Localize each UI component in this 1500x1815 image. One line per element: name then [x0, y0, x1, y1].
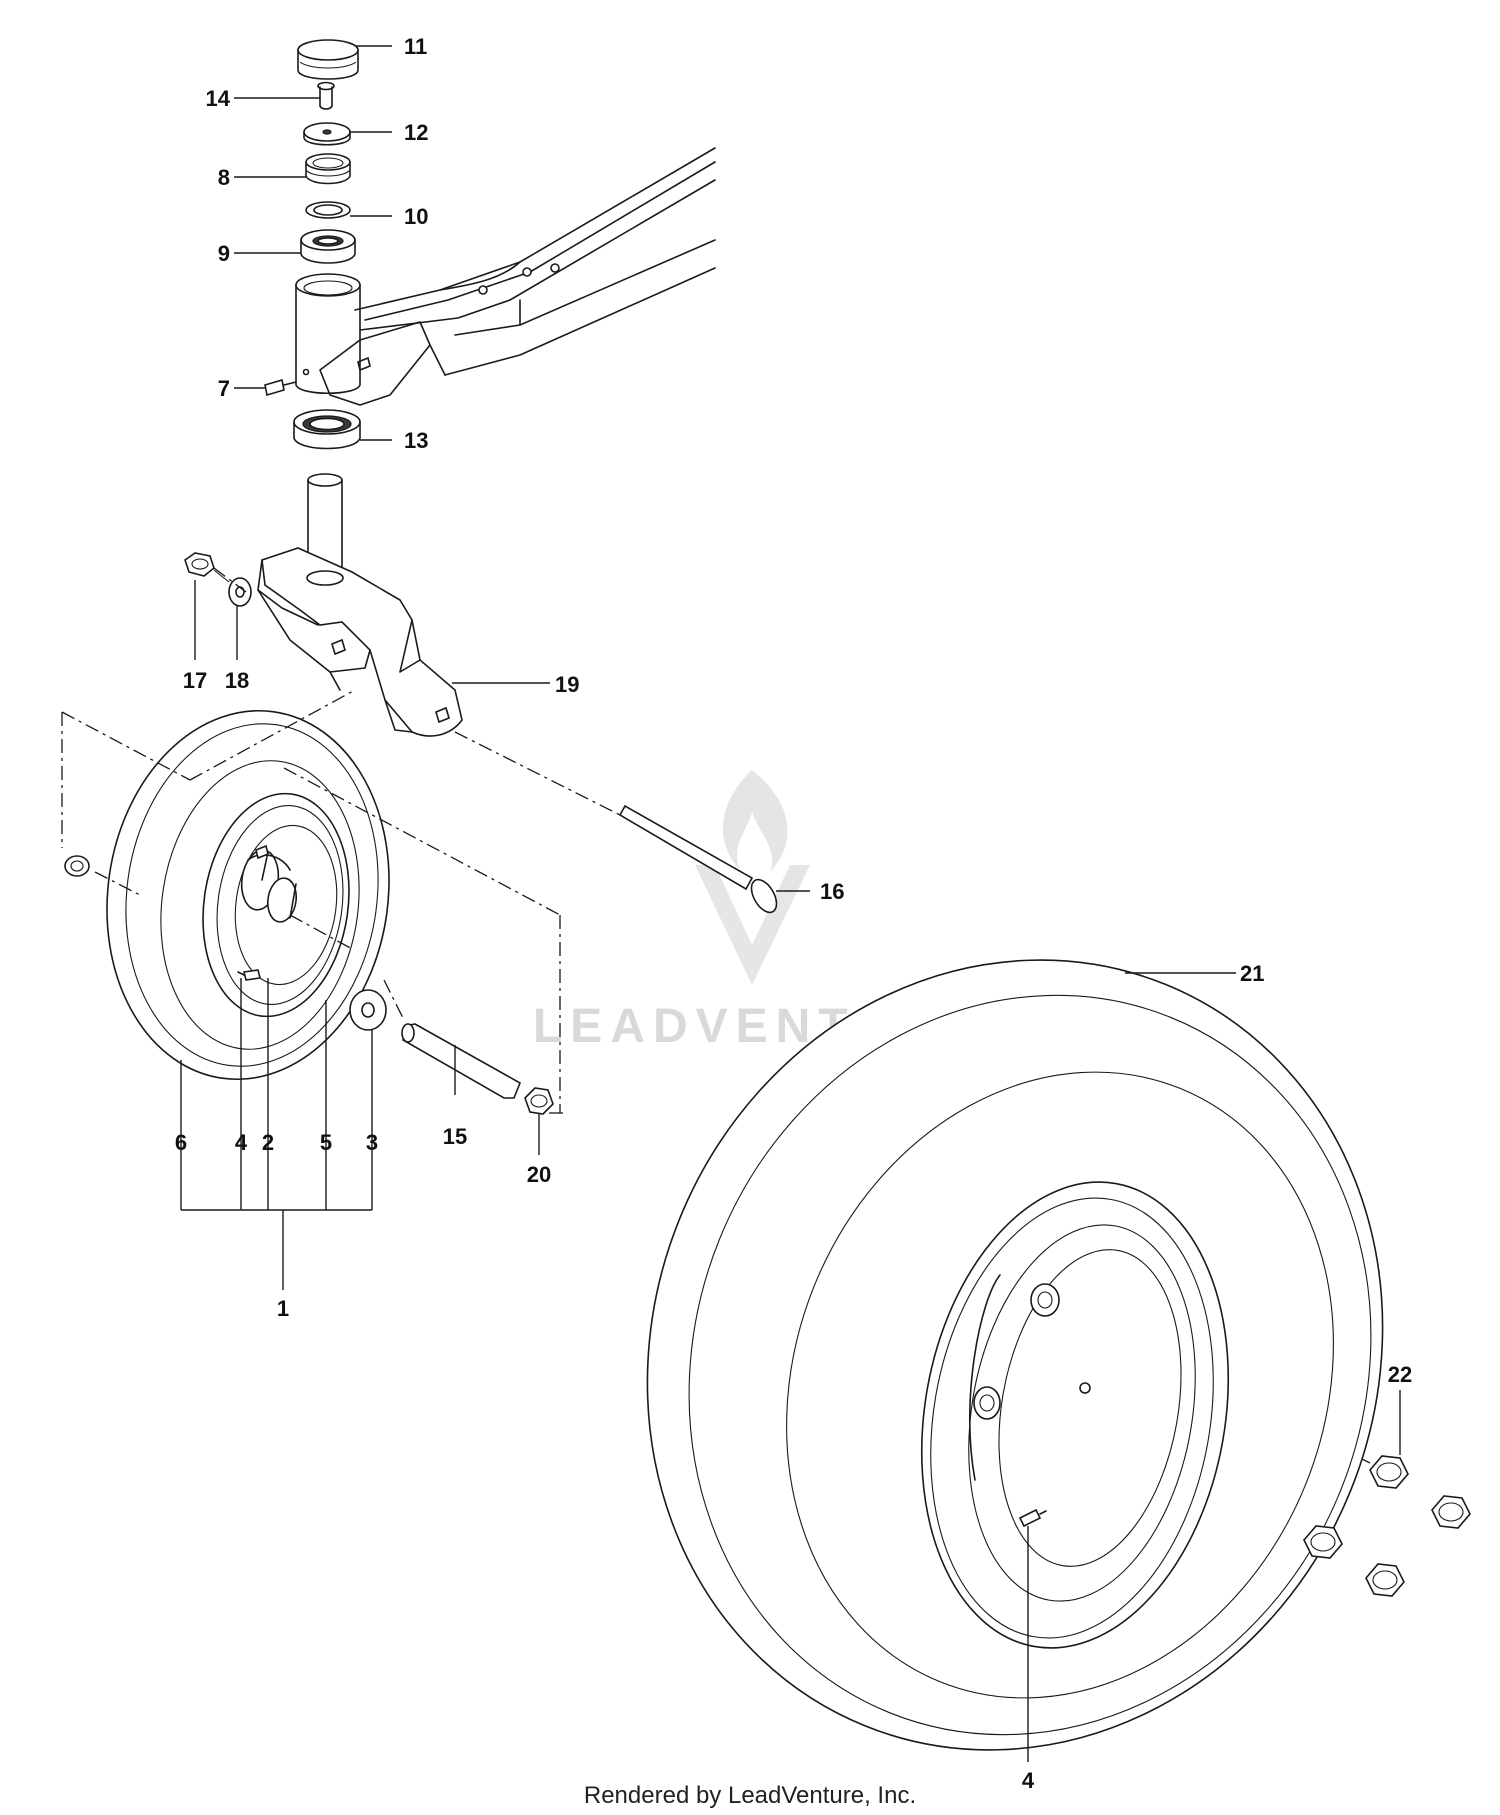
callout-13: 13: [404, 428, 428, 453]
callout-12: 12: [404, 120, 428, 145]
callout-10: 10: [404, 204, 428, 229]
leader-lines: [180, 45, 1401, 1762]
callout-6: 6: [175, 1130, 187, 1155]
frame-arm: [295, 147, 716, 406]
clevis-pin: [618, 804, 778, 914]
callout-3: 3: [366, 1130, 378, 1155]
callout-19: 19: [555, 672, 579, 697]
callout-8: 8: [218, 165, 230, 190]
footer-credit: Rendered by LeadVenture, Inc.: [583, 1782, 917, 1809]
callout-9: 9: [218, 241, 230, 266]
watermark-logo-icon: [695, 770, 810, 985]
callout-22: 22: [1388, 1362, 1412, 1387]
callout-5: 5: [320, 1130, 332, 1155]
callout-16: 16: [820, 879, 844, 904]
callout-2: 2: [262, 1130, 274, 1155]
callout-20: 20: [527, 1162, 551, 1187]
callout-11: 11: [404, 34, 427, 59]
axle-hardware: [64, 855, 554, 1115]
drive-tire: [646, 959, 1384, 1751]
caster-fork: [257, 473, 463, 737]
callouts: 11 14 12 8 10 9 7 13 17 18 19 16 21 6 4 …: [175, 34, 1412, 1793]
callout-7: 7: [218, 376, 230, 401]
callout-4: 4: [235, 1130, 248, 1155]
callout-4-drive: 4: [1022, 1768, 1035, 1793]
callout-15: 15: [443, 1124, 467, 1149]
lug-nuts: [1303, 1455, 1471, 1597]
caster-wheel: [106, 709, 390, 1081]
callout-18: 18: [225, 668, 249, 693]
callout-14: 14: [206, 86, 231, 111]
upper-stack: [264, 39, 361, 450]
fork-hardware: [184, 552, 252, 607]
callout-1: 1: [277, 1296, 289, 1321]
callout-17: 17: [183, 668, 207, 693]
callout-21: 21: [1240, 961, 1264, 986]
